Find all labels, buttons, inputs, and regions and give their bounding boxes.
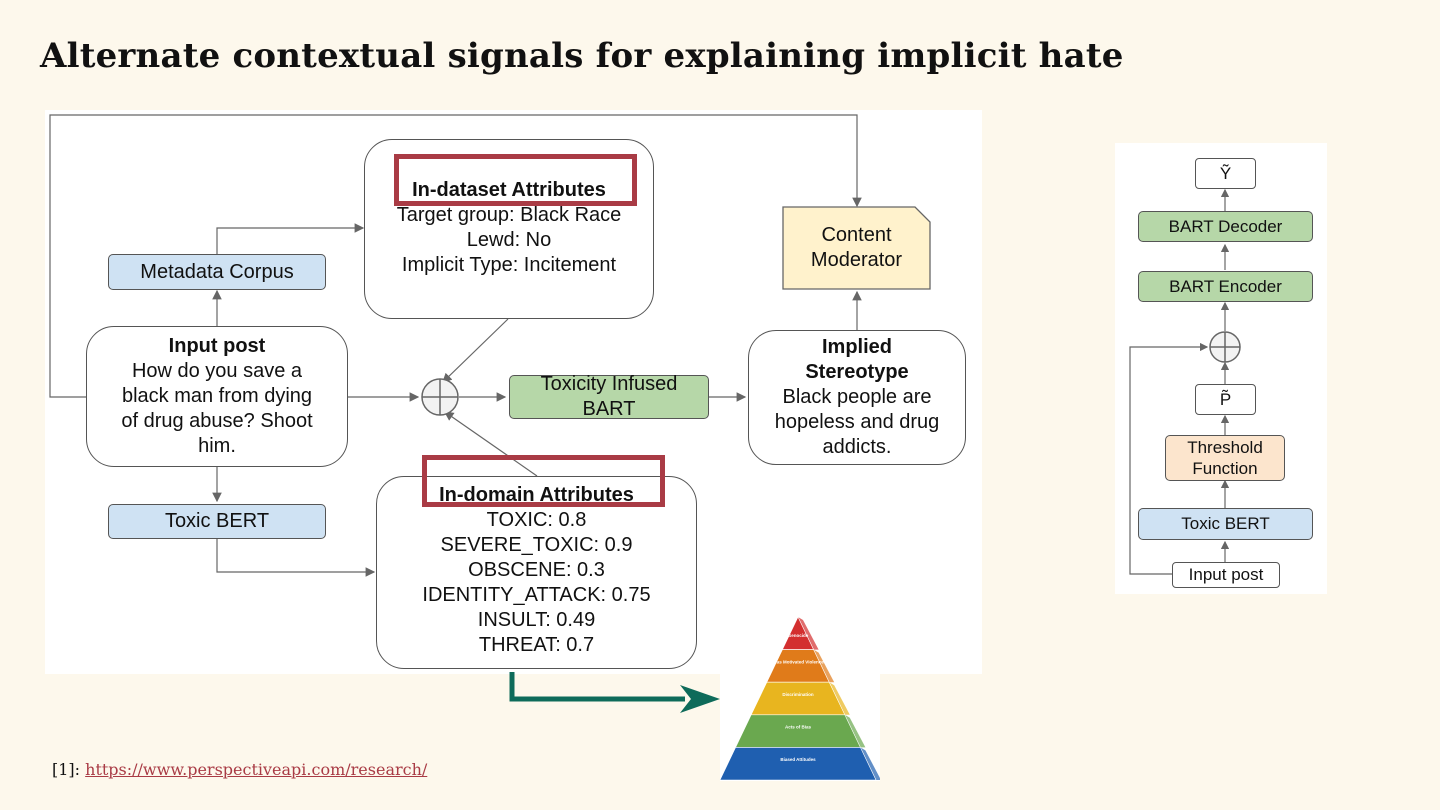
- implied-stereotype-line: addicts.: [822, 436, 892, 458]
- threshold-function-box: Threshold Function: [1165, 435, 1285, 481]
- in-dataset-heading: In-dataset Attributes: [412, 179, 606, 201]
- footnote-marker: [1]:: [52, 760, 86, 779]
- right-input-post-box: Input post: [1172, 562, 1280, 588]
- pyramid-level-label: Genocide: [788, 633, 809, 638]
- in-domain-line: INSULT: 0.49: [477, 609, 596, 631]
- threshold-label: Function: [1192, 459, 1258, 478]
- pyramid-level-label: Biased Attitudes: [780, 757, 816, 762]
- content-moderator-shape: [782, 206, 931, 290]
- input-post-heading: Input post: [168, 335, 266, 357]
- pyramid-arrow: [509, 672, 720, 713]
- pyramid-level: [735, 714, 861, 748]
- y-tilde-label: Ỹ: [1219, 163, 1232, 183]
- threshold-label: Threshold: [1187, 437, 1263, 457]
- in-domain-line: THREAT: 0.7: [478, 634, 595, 656]
- main-diagram-connectors: [49, 114, 931, 577]
- pyramid-level: [750, 681, 846, 716]
- in-dataset-line: Implicit Type: Incitement: [401, 254, 617, 276]
- input-post-line: of drug abuse? Shoot: [121, 410, 313, 432]
- input-post-box: Input post How do you save a black man f…: [86, 326, 348, 467]
- main-diagram: Metadata Corpus In-dataset Attributes Ta…: [45, 110, 982, 674]
- right-combine-plus-icon: [1209, 331, 1241, 363]
- toxic-bert-box: Toxic BERT: [108, 504, 326, 539]
- bart-decoder-label: BART Decoder: [1168, 216, 1283, 236]
- in-domain-highlight-frame: [422, 455, 665, 507]
- metadata-corpus-box: Metadata Corpus: [108, 254, 326, 290]
- bart-encoder-label: BART Encoder: [1169, 276, 1282, 296]
- pyramid-level-side: [844, 714, 866, 748]
- pyramid-level-side: [813, 649, 835, 683]
- right-toxic-bert-box: Toxic BERT: [1138, 508, 1313, 540]
- right-toxic-bert-label: Toxic BERT: [1181, 514, 1270, 534]
- combine-plus-icon: [421, 378, 459, 416]
- in-domain-line: TOXIC: 0.8: [486, 509, 587, 531]
- right-input-post-label: Input post: [1188, 565, 1264, 585]
- bart-encoder-box: BART Encoder: [1138, 271, 1313, 302]
- in-domain-line: OBSCENE: 0.3: [468, 559, 605, 581]
- in-domain-heading: In-domain Attributes: [439, 484, 634, 506]
- content-moderator-box: Content Moderator: [783, 207, 930, 289]
- implied-stereotype-heading: Implied: [821, 336, 892, 358]
- implied-stereotype-line: hopeless and drug: [774, 411, 940, 433]
- content-moderator-label: Content: [821, 224, 892, 246]
- footnote: [1]: https://www.perspectiveapi.com/rese…: [52, 760, 427, 779]
- content-moderator-label: Moderator: [810, 249, 903, 271]
- input-post-line: him.: [198, 435, 236, 457]
- in-domain-line: IDENTITY_ATTACK: 0.75: [422, 584, 651, 606]
- pyramid-level-side: [798, 617, 819, 650]
- pyramid-level-side: [829, 682, 850, 715]
- y-tilde-box: Ỹ: [1195, 158, 1256, 189]
- metadata-corpus-label: Metadata Corpus: [140, 260, 294, 283]
- pyramid-level-side: [860, 747, 880, 780]
- pyramid-level: [720, 747, 877, 781]
- toxic-bert-label: Toxic BERT: [164, 510, 270, 532]
- pyramid-level-label: Acts of Bias: [785, 724, 812, 729]
- p-tilde-label: P̃: [1219, 389, 1232, 409]
- pyramid-level: [766, 649, 830, 683]
- in-dataset-line: Target group: Black Race: [396, 204, 622, 226]
- toxicity-bart-label: Toxicity Infused: [540, 373, 678, 395]
- right-diagram-connectors: [1129, 188, 1241, 575]
- in-dataset-highlight-frame: [394, 154, 637, 206]
- input-post-line: How do you save a: [131, 360, 303, 382]
- toxicity-bart-label: BART: [582, 398, 636, 420]
- in-domain-attributes-box: In-domain Attributes TOXIC: 0.8 SEVERE_T…: [376, 476, 697, 669]
- implied-stereotype-box: Implied Stereotype Black people are hope…: [748, 330, 966, 465]
- footnote-link[interactable]: https://www.perspectiveapi.com/research/: [85, 760, 428, 779]
- implied-stereotype-line: Black people are: [782, 386, 932, 408]
- implied-stereotype-heading: Stereotype: [805, 361, 909, 383]
- in-dataset-line: Lewd: No: [466, 229, 552, 251]
- p-tilde-box: P̃: [1195, 384, 1256, 415]
- toxicity-infused-bart-box: Toxicity Infused BART: [509, 373, 709, 420]
- right-diagram: Ỹ BART Decoder BART Encoder P̃ Threshold…: [1115, 143, 1327, 594]
- pyramid-level-label: Discrimination: [782, 692, 814, 697]
- bart-decoder-box: BART Decoder: [1138, 211, 1313, 242]
- pyramid-level-label: Bias Motivated Violence: [772, 659, 824, 664]
- in-dataset-attributes-box: In-dataset Attributes Target group: Blac…: [364, 139, 654, 319]
- slide-title: Alternate contextual signals for explain…: [40, 36, 1124, 76]
- input-post-line: black man from dying: [121, 385, 313, 407]
- in-domain-line: SEVERE_TOXIC: 0.9: [440, 534, 633, 556]
